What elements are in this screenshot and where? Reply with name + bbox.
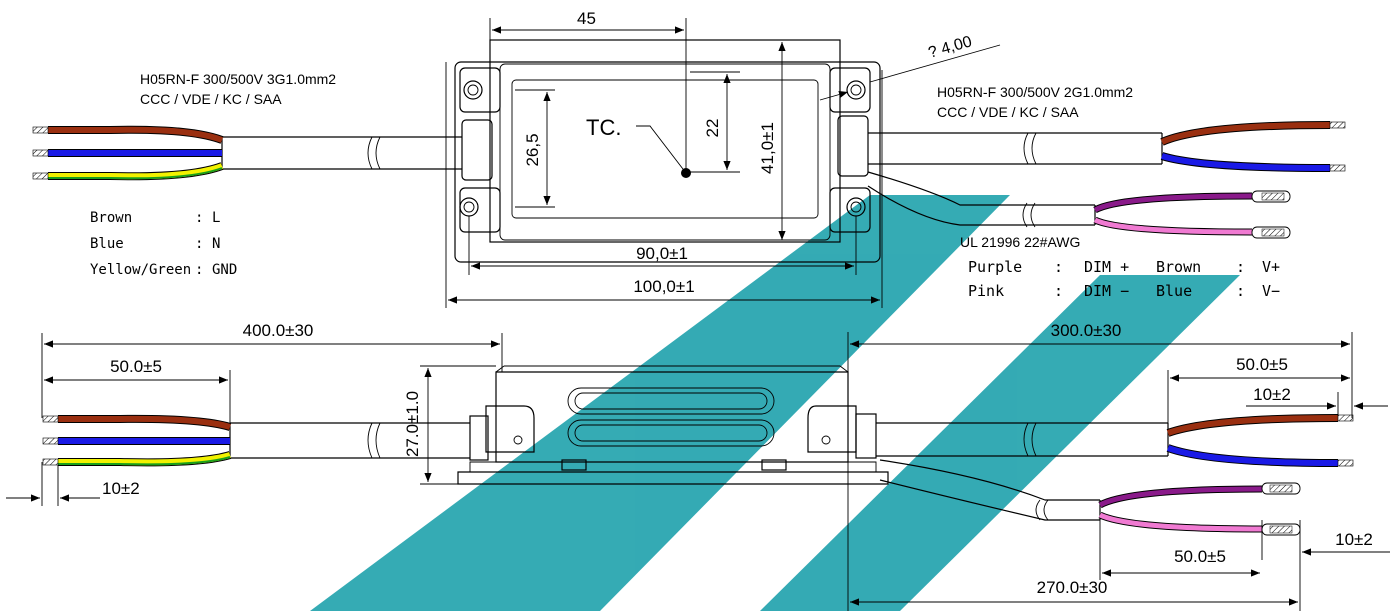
svg-text:Yellow/Green: Yellow/Green bbox=[90, 262, 191, 278]
wire-r-purple bbox=[1098, 486, 1263, 508]
dim-50-right: 50.0±5 bbox=[1236, 355, 1288, 374]
output-cable-spec-line1: H05RN-F 300/500V 2G1.0mm2 bbox=[937, 84, 1133, 100]
input-wire-legend: Brown : L Blue : N Yellow/Green : GND bbox=[90, 210, 237, 278]
output-cable-spec-line2: CCC / VDE / KC / SAA bbox=[937, 104, 1079, 120]
mount-hole bbox=[846, 80, 866, 100]
mount-hole bbox=[463, 80, 483, 100]
svg-text:L: L bbox=[212, 210, 220, 226]
output-wire-legend: Purple : DIM + Brown : V+ Pink : DIM − B… bbox=[968, 258, 1280, 300]
svg-text::: : bbox=[195, 236, 203, 252]
wire-r-purple bbox=[1093, 193, 1253, 213]
svg-text:Pink: Pink bbox=[968, 282, 1004, 300]
wire-green-stripe bbox=[48, 167, 223, 180]
wire-brown bbox=[48, 126, 224, 143]
top-view: TC. 45 ? 4,00 22 26,5 41,0±1 90,0±1 100, bbox=[32, 9, 1346, 308]
dim-90: 90,0±1 bbox=[636, 244, 688, 263]
svg-text:Purple: Purple bbox=[968, 258, 1022, 276]
svg-text:V+: V+ bbox=[1262, 258, 1280, 276]
svg-text::: : bbox=[195, 210, 203, 226]
svg-text:Brown: Brown bbox=[90, 210, 132, 226]
dim-400: 400.0±30 bbox=[243, 321, 314, 340]
dim-100: 100,0±1 bbox=[633, 277, 694, 296]
dim-wire-spec: UL 21996 22#AWG bbox=[960, 234, 1080, 250]
wire-brown bbox=[58, 415, 231, 430]
dim-27: 27.0±1.0 bbox=[403, 391, 422, 457]
input-cable-spec-line1: H05RN-F 300/500V 3G1.0mm2 bbox=[140, 71, 336, 87]
svg-text:Brown: Brown bbox=[1156, 258, 1201, 276]
svg-text::: : bbox=[1236, 282, 1245, 300]
svg-text:DIM −: DIM − bbox=[1084, 282, 1129, 300]
svg-text:GND: GND bbox=[212, 262, 237, 278]
svg-text::: : bbox=[1236, 258, 1245, 276]
svg-text::: : bbox=[195, 262, 203, 278]
dim-45: 45 bbox=[577, 9, 596, 28]
wire-green-stripe bbox=[58, 456, 231, 466]
dim-300: 300.0±30 bbox=[1051, 321, 1122, 340]
dim-50-dim: 50.0±5 bbox=[1174, 547, 1226, 566]
dim-50-left: 50.0±5 bbox=[110, 357, 162, 376]
wire-r-brown bbox=[1160, 122, 1331, 145]
svg-text::: : bbox=[1054, 282, 1063, 300]
svg-text:Blue: Blue bbox=[1156, 282, 1192, 300]
output-cable-top bbox=[867, 121, 1346, 239]
input-cable-top bbox=[32, 125, 462, 181]
wire-r-pink bbox=[1093, 217, 1253, 235]
wire-yellow bbox=[48, 163, 224, 180]
dim-270: 270.0±30 bbox=[1037, 578, 1108, 597]
housing-outline bbox=[454, 61, 881, 263]
svg-text::: : bbox=[1054, 258, 1063, 276]
input-cable-spec-line2: CCC / VDE / KC / SAA bbox=[140, 91, 282, 107]
wire-yellow bbox=[58, 452, 231, 466]
wire-r-brown bbox=[1166, 415, 1339, 436]
wire-r-pink bbox=[1098, 512, 1263, 532]
mount-hole bbox=[459, 197, 479, 217]
dim-10-dim: 10±2 bbox=[1335, 530, 1373, 549]
dim-26-5: 26,5 bbox=[523, 133, 542, 166]
dim-41: 41,0±1 bbox=[758, 122, 777, 174]
wire-r-blue bbox=[1166, 445, 1339, 466]
dim-10-left: 10±2 bbox=[102, 479, 140, 498]
wire-r-blue bbox=[1161, 153, 1331, 171]
svg-text:V−: V− bbox=[1262, 282, 1280, 300]
side-view: 400.0±30 50.0±5 10±2 27.0±1.0 300.0±30 5… bbox=[6, 321, 1390, 611]
svg-text:Blue: Blue bbox=[90, 236, 124, 252]
dim-10-right: 10±2 bbox=[1253, 385, 1291, 404]
svg-text:DIM +: DIM + bbox=[1084, 258, 1129, 276]
dim-22: 22 bbox=[703, 119, 722, 138]
svg-text:N: N bbox=[212, 236, 220, 252]
dim-hole-diameter: ? 4,00 bbox=[926, 33, 974, 62]
tc-label: TC. bbox=[586, 115, 621, 140]
